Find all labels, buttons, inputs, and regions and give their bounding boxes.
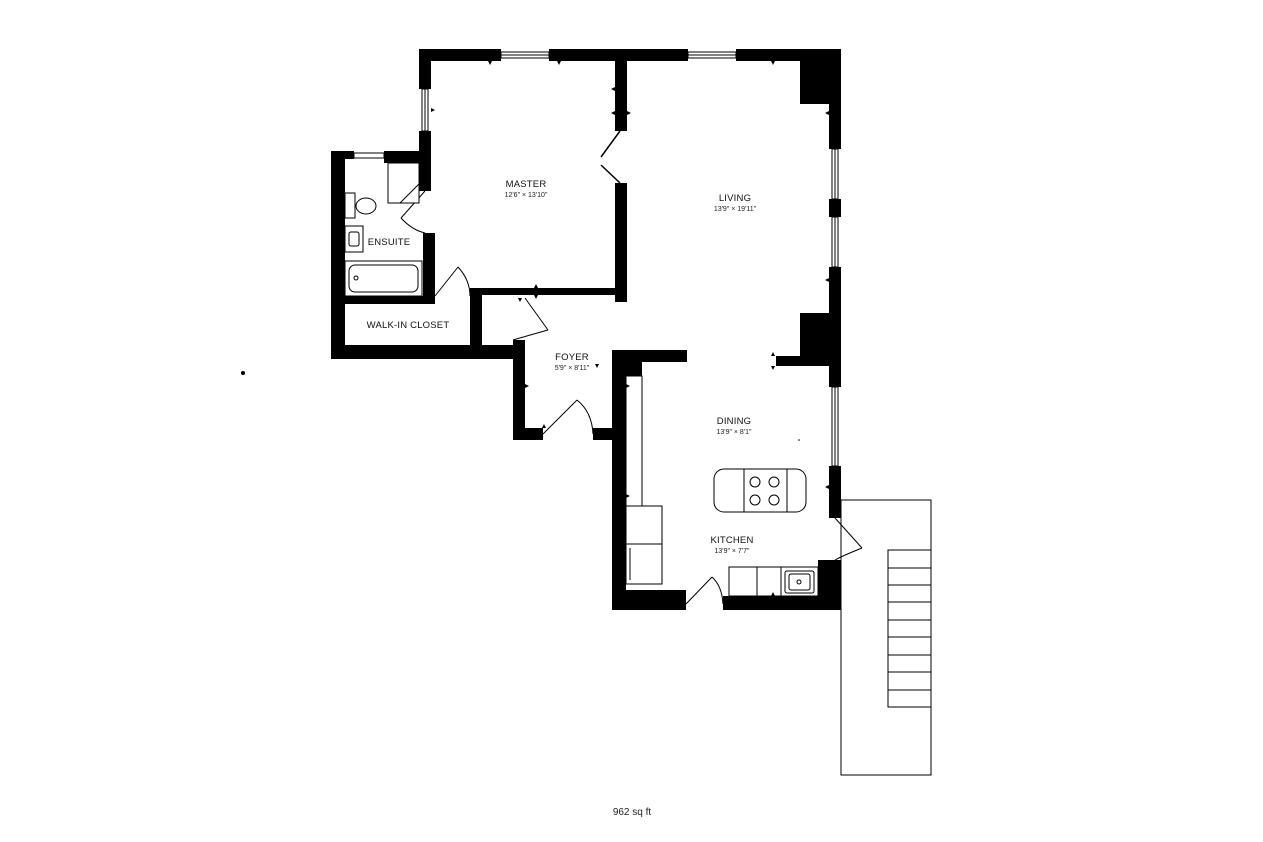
windows: [353, 51, 839, 467]
kitchen-fixtures: [625, 375, 819, 597]
kitchen-dims: 13'9" × 7'7": [714, 548, 750, 555]
total-area: 962 sq ft: [613, 807, 652, 818]
stray-dot: [798, 439, 800, 441]
ensuite-fixtures: [344, 192, 423, 297]
ensuite-label: ENSUITE: [368, 237, 411, 248]
foyer-label: FOYER: [555, 352, 589, 363]
dining-label: DINING: [717, 416, 751, 427]
living-label: LIVING: [719, 193, 751, 204]
living-dims: 13'9" × 19'11": [714, 206, 757, 213]
stray-dot: [241, 371, 245, 375]
dimension-markers: [431, 61, 829, 596]
foyer-dims: 5'9" × 8'11": [555, 365, 590, 372]
master-label: MASTER: [506, 179, 547, 190]
doors: [387, 130, 863, 605]
dining-dims: 13'9" × 8'1": [716, 429, 752, 436]
kitchen-label: KITCHEN: [710, 535, 753, 546]
master-dims: 12'6" × 13'10": [505, 192, 548, 199]
walkin-closet-label: WALK-IN CLOSET: [367, 320, 450, 331]
exterior-stair: [840, 499, 932, 776]
room-labels: MASTER 12'6" × 13'10" LIVING 13'9" × 19'…: [367, 179, 757, 818]
walls: [331, 49, 841, 610]
